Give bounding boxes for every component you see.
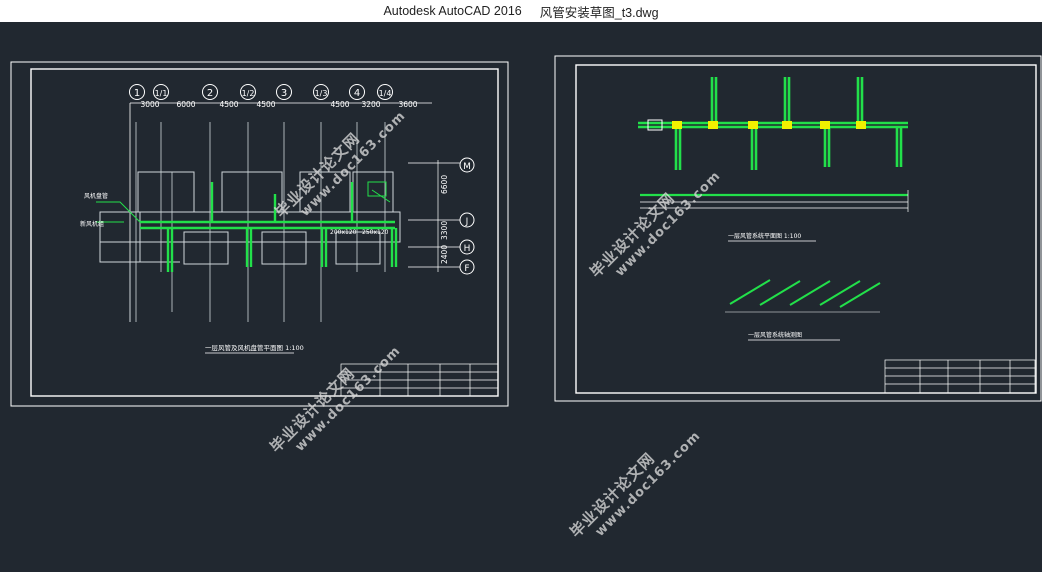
row-bubbles: M J H F [459,157,475,275]
svg-text:1: 1 [134,88,140,99]
right-caption-2: 一层风管系统轴测图 [748,331,802,339]
row-bubble: H [459,239,475,255]
svg-text:250x120: 250x120 [362,229,389,236]
grid-bubble: 2 [202,84,218,100]
right-sheet[interactable]: 一层风管系统平面图 1:100 一层风管系统轴测图 [554,55,1042,402]
axonometric-ducts [729,279,881,308]
svg-text:4500: 4500 [330,100,349,109]
svg-text:2: 2 [207,88,213,99]
grid-bubble: 1/1 [153,84,169,100]
row-bubble: J [459,212,475,228]
drawing-canvas[interactable]: 1 1/1 2 1/2 3 1/3 4 1/4 3000 6000 4500 4… [0,22,1042,572]
svg-text:2400: 2400 [440,245,449,264]
svg-text:J: J [465,217,469,227]
left-sheet-border [10,61,509,407]
right-sheet-inner-border [575,64,1037,394]
svg-text:3: 3 [281,88,287,99]
svg-text:H: H [464,244,471,254]
svg-text:1/2: 1/2 [242,89,255,98]
svg-text:4500: 4500 [256,100,275,109]
svg-text:3000: 3000 [140,100,159,109]
row-bubble: M [459,157,475,173]
grid-bubbles: 1 1/1 2 1/2 3 1/3 4 1/4 [129,84,393,100]
svg-text:风机盘管: 风机盘管 [84,192,108,200]
grid-bubble: 1/4 [377,84,393,100]
grid-bubble: 3 [276,84,292,100]
grid-bubble: 4 [349,84,365,100]
cad-model-space[interactable]: 1 1/1 2 1/2 3 1/3 4 1/4 3000 6000 4500 4… [0,22,1042,572]
svg-text:6000: 6000 [176,100,195,109]
grid-bubble: 1/2 [240,84,256,100]
svg-text:新风机组: 新风机组 [80,220,104,228]
row-bubble: F [459,259,475,275]
grid-bubble: 1 [129,84,145,100]
file-name: 风管安装草图_t3.dwg [539,5,659,20]
svg-text:1/4: 1/4 [379,89,392,98]
svg-text:4500: 4500 [219,100,238,109]
svg-text:M: M [463,162,471,172]
right-title-block [884,359,1036,394]
row-dimensions: 6600 3300 2400 [440,175,449,264]
left-sheet[interactable]: 1 1/1 2 1/2 3 1/3 4 1/4 3000 6000 4500 4… [10,61,509,407]
duct-runs [140,182,398,272]
left-sheet-inner-border [30,68,499,397]
svg-text:200x120: 200x120 [330,229,357,236]
svg-text:F: F [464,264,469,274]
window-title-bar: Autodesk AutoCAD 2016 风管安装草图_t3.dwg [0,0,1042,22]
left-drawing-caption: 一层风管及风机盘管平面图 1:100 [205,343,304,352]
grid-dimensions: 3000 6000 4500 4500 4500 3200 3600 [140,100,417,109]
svg-text:3600: 3600 [398,100,417,109]
grid-bubble: 1/3 [313,84,329,100]
svg-text:4: 4 [354,88,360,99]
right-sheet-border [554,55,1042,402]
svg-text:6600: 6600 [440,175,449,194]
left-title-block [340,363,499,397]
app-title: Autodesk AutoCAD 2016 [383,4,522,18]
svg-text:3300: 3300 [440,221,449,240]
duct-fittings [672,121,866,129]
svg-text:3200: 3200 [361,100,380,109]
right-caption-1: 一层风管系统平面图 1:100 [728,232,801,240]
svg-text:1/3: 1/3 [315,89,328,98]
svg-text:1/1: 1/1 [155,89,168,98]
